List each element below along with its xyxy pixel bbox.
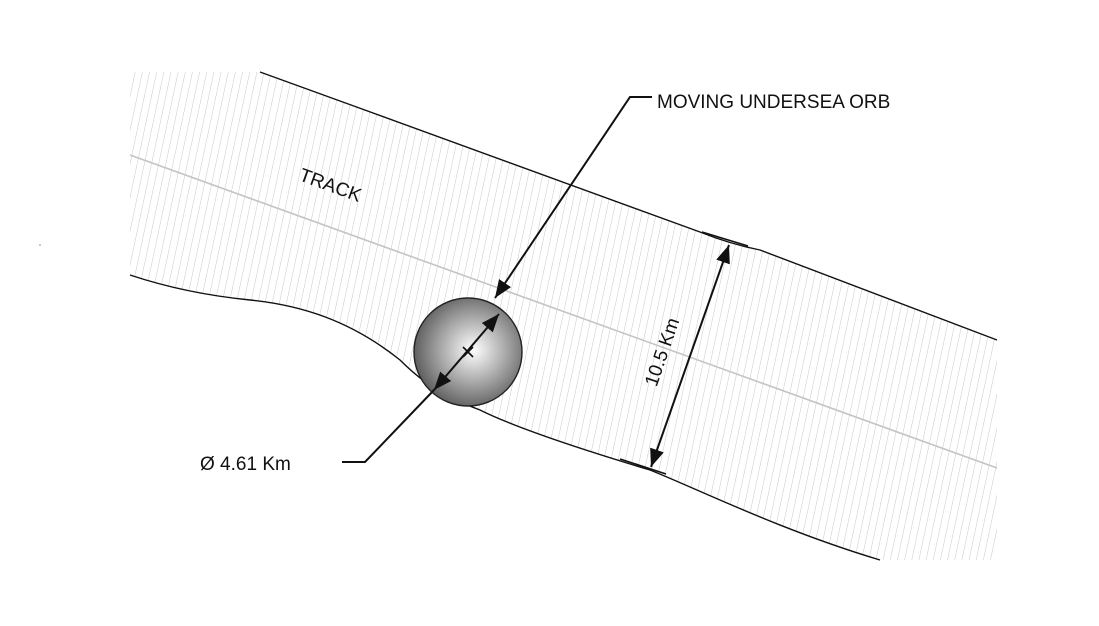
orb <box>413 297 523 407</box>
width-extension-bottom <box>619 458 667 475</box>
width-extension-top <box>701 231 749 247</box>
orb-callout-leader <box>494 96 652 299</box>
orb-diameter-dimension: Ø 4.61 Km <box>200 313 500 475</box>
track-area <box>129 71 998 561</box>
orb-diameter-label: Ø 4.61 Km <box>200 454 291 475</box>
track-hatching <box>130 72 997 560</box>
orb-diameter-leader <box>342 389 435 463</box>
track-centerline <box>129 154 998 469</box>
orb-callout-label: MOVING UNDERSEA ORB <box>657 92 890 113</box>
track-width-arrow <box>650 244 730 468</box>
stray-dot <box>39 244 41 246</box>
track-upper-edge <box>259 71 998 341</box>
orb-diameter-arrow <box>433 313 500 391</box>
orb-callout: MOVING UNDERSEA ORB <box>494 92 890 299</box>
